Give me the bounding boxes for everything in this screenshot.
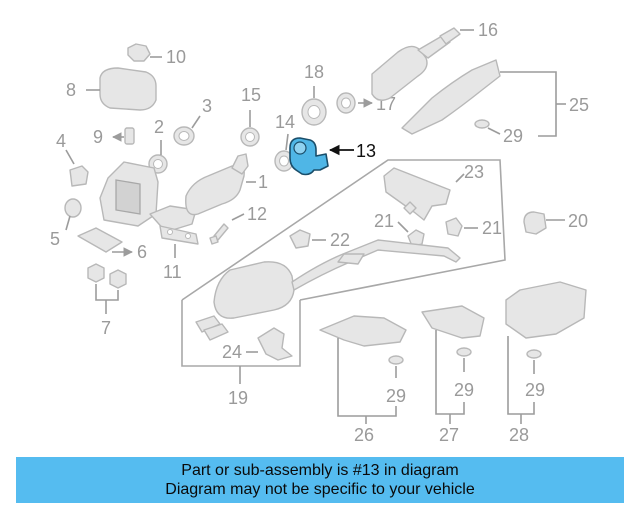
callout-12: 12 [247, 204, 267, 224]
callout-1: 1 [258, 172, 268, 192]
part-5-isolator: 5 [50, 198, 82, 249]
callout-19: 19 [228, 388, 248, 408]
part-7-nuts: 7 [87, 263, 127, 338]
banner-line-1: Part or sub-assembly is #13 in diagram [181, 462, 459, 479]
callout-25: 25 [569, 95, 589, 115]
part-22-bracket: 22 [289, 229, 350, 250]
callout-9: 9 [93, 127, 103, 147]
part-2-gasket: 2 [148, 117, 168, 174]
part-18-clamp: 18 [301, 62, 327, 126]
callout-24: 24 [222, 342, 242, 362]
callout-10: 10 [166, 47, 186, 67]
part-1-front-pipe: 1 [185, 153, 268, 216]
callout-4: 4 [56, 131, 66, 151]
banner-line-2: Diagram may not be specific to your vehi… [165, 481, 475, 498]
callout-21-a: 21 [374, 211, 394, 231]
callout-6: 6 [137, 242, 147, 262]
part-27-shield: 29 27 [421, 305, 485, 445]
part-15-gasket: 15 [240, 85, 261, 147]
callout-20: 20 [568, 211, 588, 231]
callout-16: 16 [478, 20, 498, 40]
exhaust-parts-diagram: 10 8 9 3 2 4 5 [50, 20, 589, 445]
part-21-isolators: 21 21 [374, 201, 502, 247]
part-24-hanger: 24 [222, 327, 293, 362]
callout-23: 23 [464, 162, 484, 182]
muffler-assembly [195, 239, 461, 341]
part-23-bracket: 23 [383, 162, 484, 221]
callout-18: 18 [304, 62, 324, 82]
part-9-sleeve: 9 [93, 127, 135, 147]
callout-29-b: 29 [386, 386, 406, 406]
part-10-nut: 10 [127, 43, 186, 67]
part-25-heat-shield: 25 [401, 59, 589, 137]
part-29-clip-a: 29 [474, 119, 523, 146]
callout-29-c: 29 [454, 380, 474, 400]
callout-8: 8 [66, 80, 76, 100]
callout-21-b: 21 [482, 218, 502, 238]
callout-2: 2 [154, 117, 164, 137]
rear-section-group: 19 [181, 159, 506, 408]
callout-29-a: 29 [503, 126, 523, 146]
callout-15: 15 [241, 85, 261, 105]
part-8-cover: 8 [66, 67, 157, 111]
part-13-highlighted-clamp[interactable]: 13 [289, 137, 376, 176]
info-banner: Part or sub-assembly is #13 in diagram D… [16, 457, 624, 503]
callout-13: 13 [356, 141, 376, 161]
callout-3: 3 [202, 96, 212, 116]
part-12-bolt: 12 [209, 204, 267, 245]
part-20-hanger: 20 [523, 211, 588, 235]
callout-7: 7 [101, 318, 111, 338]
callout-22: 22 [330, 230, 350, 250]
part-3-gasket: 3 [173, 96, 212, 146]
callout-11: 11 [163, 262, 182, 282]
catalytic-converter-assembly [99, 161, 197, 233]
part-6-shield-pad: 6 [77, 227, 147, 262]
part-4-bracket: 4 [56, 131, 89, 187]
part-16-converter-pipe: 16 [371, 20, 498, 101]
part-28-shield: 29 28 [505, 281, 587, 445]
part-14-clamp: 14 [274, 112, 295, 172]
callout-5: 5 [50, 229, 60, 249]
callout-26: 26 [354, 425, 374, 445]
callout-27: 27 [439, 425, 459, 445]
callout-28: 28 [509, 425, 529, 445]
callout-29-d: 29 [525, 380, 545, 400]
part-11-gasket: 11 [159, 225, 199, 282]
part-26-shield: 29 26 [319, 315, 407, 445]
callout-14: 14 [275, 112, 295, 132]
